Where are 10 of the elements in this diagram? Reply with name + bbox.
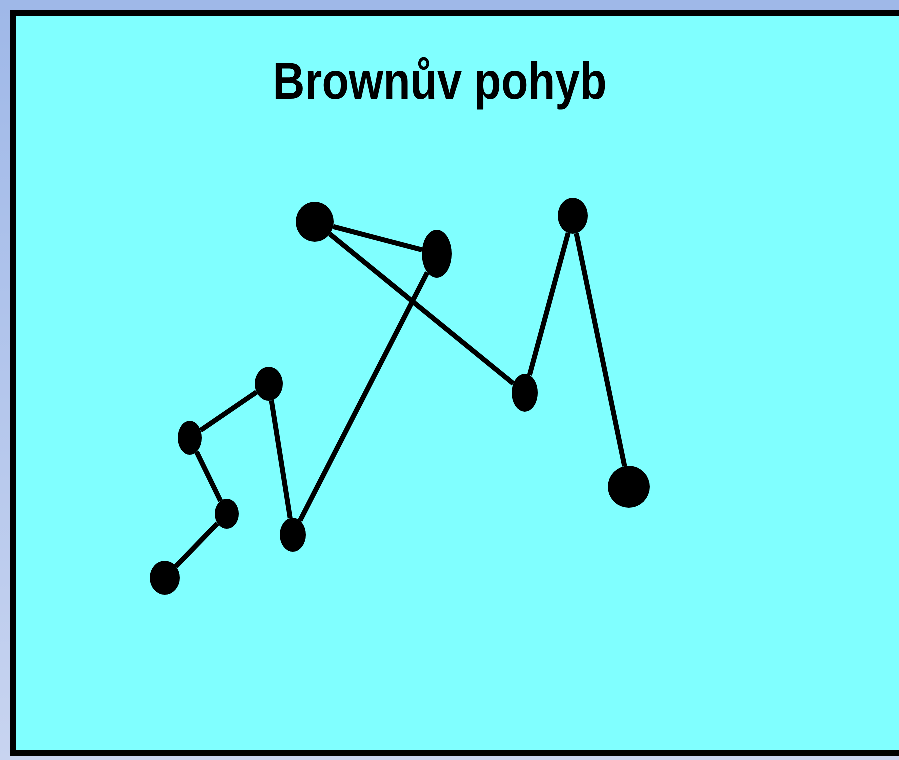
path-line bbox=[174, 522, 220, 568]
path-line bbox=[298, 271, 430, 522]
path-line bbox=[527, 232, 571, 376]
title: Brownův pohyb bbox=[273, 52, 607, 112]
path-line bbox=[194, 450, 224, 502]
path-line bbox=[574, 233, 628, 467]
path-line bbox=[328, 232, 516, 386]
path-line bbox=[199, 390, 258, 433]
path-line bbox=[332, 224, 423, 253]
path-line bbox=[269, 400, 293, 519]
